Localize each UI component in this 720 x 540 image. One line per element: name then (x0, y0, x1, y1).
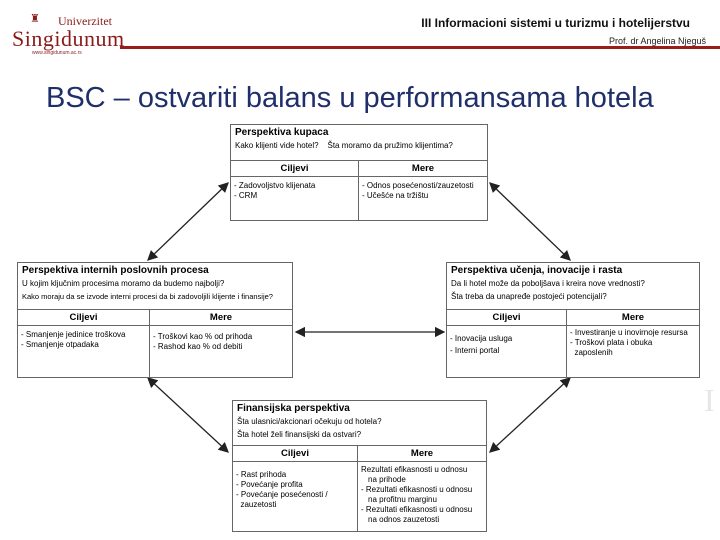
financial-col2-header: Mere (410, 448, 434, 459)
internal-col2-header: Mere (209, 312, 233, 323)
university-logo: ♜ Univerzitet Singidunum www.singidunum.… (8, 12, 124, 56)
arrow-customer-learning (489, 182, 571, 261)
customer-question: Kako klijenti vide hotel? Šta moramo da … (235, 141, 453, 150)
learning-col1-header: Ciljevi (447, 310, 567, 325)
learning-goal: - Inovacija usluga (450, 334, 513, 343)
logo-url: www.singidunum.ac.rs (32, 50, 82, 56)
financial-table: Ciljevi Mere - Rast prihoda - Povećanje … (233, 445, 486, 532)
financial-goal: - Povećanje profita (236, 480, 303, 489)
financial-question: Šta ulasnici/akcionari očekuju od hotela… (237, 417, 382, 426)
customer-col1-header: Ciljevi (231, 161, 359, 176)
customer-measure: - Učešće na tržištu (362, 191, 429, 200)
financial-goal: - Rast prihoda (236, 470, 287, 479)
learning-question: Da li hotel može da poboljšava i kreira … (451, 279, 645, 288)
internal-question: Kako moraju da se izvode interni procesi… (22, 292, 273, 301)
financial-question: Šta hotel želi finansijski da ostvari? (237, 430, 362, 439)
financial-perspective-box: Finansijska perspektiva Šta ulasnici/akc… (232, 400, 487, 532)
financial-measure: - Rezultati efikasnosti u odnosu (361, 485, 473, 494)
customer-perspective-box: Perspektiva kupaca Kako klijenti vide ho… (230, 124, 488, 221)
internal-goal: - Smanjenje jedinice troškova (21, 330, 126, 339)
financial-goal: - Povećanje posećenosti / (236, 490, 328, 499)
arrow-learning-financial (489, 377, 571, 453)
arrow-customer-internal (147, 182, 229, 261)
customer-goal: - CRM (234, 191, 258, 200)
crest-icon: ♜ (30, 13, 40, 25)
financial-goal: zauzetosti (236, 500, 277, 509)
customer-measure: - Odnos posećenosti/zauzetosti (362, 181, 474, 190)
internal-perspective-box: Perspektiva internih poslovnih procesa U… (17, 262, 293, 378)
header-divider (120, 46, 720, 49)
customer-title: Perspektiva kupaca (235, 127, 329, 138)
learning-title: Perspektiva učenja, inovacije i rasta (451, 265, 623, 276)
learning-measure: zaposlenih (570, 348, 613, 357)
internal-col1-header: Ciljevi (18, 310, 150, 325)
internal-question: U kojim ključnim procesima moramo da bud… (22, 279, 225, 288)
internal-measure: - Rashod kao % od debiti (153, 342, 243, 351)
arrow-internal-financial (147, 377, 229, 453)
learning-measure: - Investiranje u inovirnoje resursa (570, 328, 688, 337)
customer-goal: - Zadovoljstvo klijenata (234, 181, 316, 190)
logo-name: Singidunum (12, 26, 125, 51)
watermark-fragment: I (704, 382, 715, 418)
internal-measure: - Troškovi kao % od prihoda (153, 332, 253, 341)
financial-measure: na prihode (368, 475, 406, 484)
financial-col1-header: Ciljevi (233, 446, 358, 461)
financial-measure: - Rezultati efikasnosti u odnosu (361, 505, 473, 514)
customer-col2-header: Mere (411, 163, 435, 174)
internal-table: Ciljevi Mere - Smanjenje jedinice troško… (18, 309, 292, 378)
financial-title: Finansijska perspektiva (237, 403, 350, 414)
financial-measure: Rezultati efikasnosti u odnosu (361, 465, 468, 474)
financial-measure: na odnos zauzetosti (368, 515, 440, 524)
author-name: Prof. dr Angelina Njeguš (608, 36, 706, 46)
customer-table: Ciljevi Mere - Zadovoljstvo klijenata - … (231, 160, 487, 221)
learning-table: Ciljevi Mere - Inovacija usluga - Intern… (447, 309, 699, 378)
internal-goal: - Smanjenje otpadaka (21, 340, 99, 349)
learning-goal: - Interni portal (450, 346, 500, 355)
slide-title: BSC – ostvariti balans u performansama h… (46, 82, 654, 114)
financial-measure: na profitnu marginu (368, 495, 437, 504)
learning-measure: - Troškovi plata i obuka (570, 338, 653, 347)
learning-perspective-box: Perspektiva učenja, inovacije i rasta Da… (446, 262, 700, 378)
course-title: III Informacioni sistemi u turizmu i hot… (421, 16, 690, 30)
logo-top-text: Univerzitet (58, 14, 112, 28)
learning-question: Šta treba da unapređe postojeći potencij… (451, 292, 607, 301)
learning-col2-header: Mere (621, 312, 645, 323)
internal-title: Perspektiva internih poslovnih procesa (22, 265, 209, 276)
